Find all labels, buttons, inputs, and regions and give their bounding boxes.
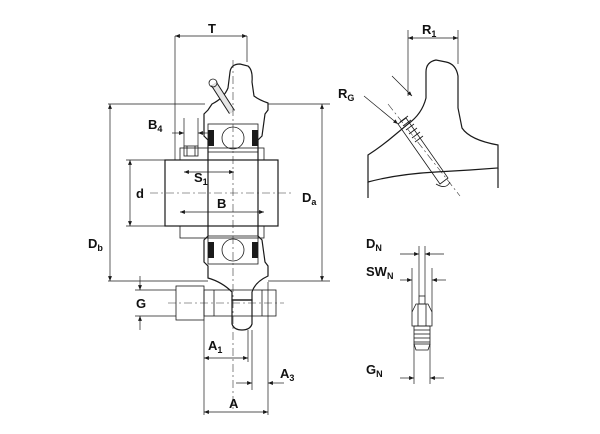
- label-GN: GN: [366, 362, 383, 379]
- label-d: d: [136, 186, 144, 201]
- detail-view-grease-bore: R1 RG: [338, 22, 499, 198]
- label-Db: Db: [88, 236, 103, 253]
- label-A3: A3: [280, 366, 294, 383]
- grease-nipple: [208, 78, 235, 114]
- label-R1: R1: [422, 22, 436, 39]
- label-A: A: [229, 396, 239, 411]
- set-screw: [183, 145, 199, 157]
- label-RG: RG: [338, 86, 354, 103]
- detail-housing: [367, 59, 499, 183]
- label-S1: S1: [194, 170, 208, 187]
- label-B: B: [217, 196, 226, 211]
- label-Da: Da: [302, 190, 317, 207]
- detail-bore: [397, 117, 449, 185]
- housing-flange: [203, 63, 269, 301]
- label-DN: DN: [366, 236, 382, 253]
- mounting-bolt: [168, 285, 284, 321]
- label-SWN: SWN: [366, 264, 393, 281]
- label-B4: B4: [148, 117, 162, 134]
- housing-lower-flange: [231, 299, 253, 331]
- inner-ring-top: [179, 147, 265, 161]
- label-T: T: [208, 21, 216, 36]
- label-G: G: [136, 296, 146, 311]
- main-section-view: T B4 S1 d B Db Da G A1 A3 A: [88, 21, 330, 415]
- detail-view-grease-nipple: DN SWN GN: [366, 236, 446, 384]
- label-A1: A1: [208, 338, 222, 355]
